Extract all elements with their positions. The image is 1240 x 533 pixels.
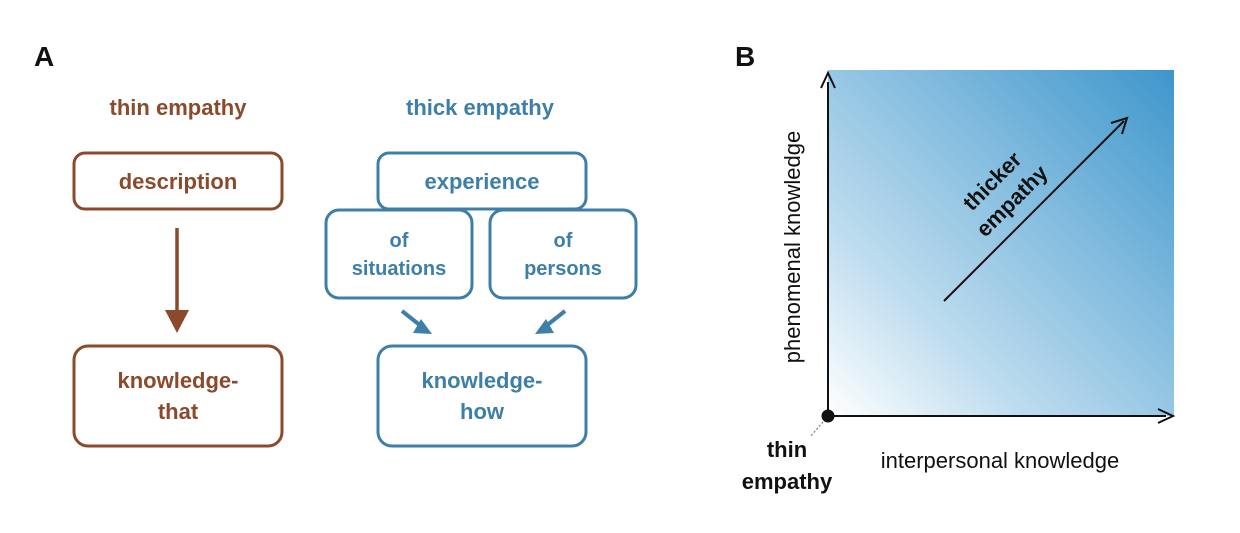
knowledge-how-box — [376, 344, 588, 448]
thin-empathy-title: thin empathy — [110, 95, 248, 120]
experience-label: experience — [425, 169, 540, 194]
of-situations-line1: of — [390, 230, 409, 252]
origin-label-line2: empathy — [742, 469, 833, 494]
y-axis-label: phenomenal knowledge — [780, 131, 805, 363]
origin-dot — [821, 409, 835, 423]
description-box — [72, 151, 284, 211]
knowledge-that-box — [72, 344, 284, 448]
of-persons-line1: of — [554, 230, 573, 252]
knowledge-how-line1: knowledge- — [421, 368, 542, 393]
situations-arrow-head — [413, 319, 432, 334]
origin-leader-line — [809, 421, 824, 438]
knowledge-that-line1: knowledge- — [117, 368, 238, 393]
of-situations-line2: situations — [352, 258, 446, 280]
panel-a-letter: A — [34, 41, 54, 72]
of-persons-box — [488, 208, 638, 300]
description-label: description — [119, 169, 238, 194]
thick-empathy-title: thick empathy — [406, 95, 555, 120]
knowledge-how-line2: how — [460, 399, 505, 424]
persons-arrow-head — [535, 319, 554, 334]
y-axis-arrowhead — [820, 70, 836, 89]
origin-label-line1: thin — [767, 437, 807, 462]
x-axis-arrowhead — [1157, 408, 1176, 424]
experience-box — [376, 151, 588, 211]
thicker-empathy-arrowhead — [1110, 116, 1129, 135]
thicker-empathy-arrow — [943, 120, 1125, 302]
of-situations-box — [324, 208, 474, 300]
x-axis-label: interpersonal knowledge — [881, 448, 1120, 473]
of-persons-line2: persons — [524, 258, 602, 280]
panel-b-letter: B — [735, 41, 755, 72]
knowledge-that-line2: that — [158, 399, 199, 424]
thin-arrow-head — [165, 310, 189, 333]
